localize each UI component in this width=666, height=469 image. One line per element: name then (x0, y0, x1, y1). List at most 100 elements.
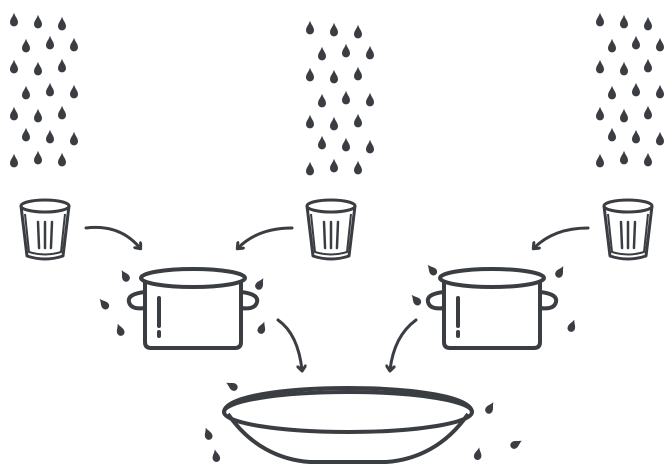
rain-drop-icon (306, 21, 314, 35)
cup-middle-icon (307, 200, 355, 259)
rain-drop-icon (34, 151, 42, 165)
rain-drop-icon (656, 85, 664, 99)
cup-rim (21, 200, 69, 212)
pot-handle-right (241, 292, 257, 308)
rain-drop-icon (58, 59, 66, 73)
rain-drop-icon (596, 60, 604, 74)
rain-drop-icon (620, 109, 628, 123)
arrow-cup-left-to-pot-left (86, 227, 140, 248)
arrow-cup-middle-to-pot-left (238, 228, 292, 248)
splash-drop-icon (509, 437, 524, 450)
rain-drop-icon (22, 86, 30, 100)
rain-drop-icon (632, 83, 640, 97)
pot-right-icon (428, 269, 556, 348)
pot-handle-right (540, 292, 556, 308)
rain-drop-icon (354, 67, 362, 81)
cup-rib (337, 222, 338, 248)
rain-drop-icon (596, 107, 604, 121)
cup-rib (621, 222, 622, 248)
rain-drop-icon (608, 39, 616, 53)
splash-drop-icon (114, 322, 125, 337)
cup-rib (324, 222, 325, 248)
splash-drop-icon (97, 296, 111, 311)
rain-drop-icon (596, 13, 604, 27)
rain-drop-icon (10, 60, 18, 74)
rain-drops-left (10, 13, 78, 168)
rain-drop-icon (22, 39, 30, 53)
rain-drop-icon (620, 151, 628, 165)
rain-drop-icon (354, 114, 362, 128)
rain-drop-icon (70, 85, 78, 99)
rain-drop-icon (34, 62, 42, 76)
splash-drop-icon (554, 264, 567, 279)
rain-drop-icon (306, 68, 314, 82)
pot-rim (141, 269, 245, 287)
splash-drop-icon (473, 447, 483, 461)
rain-drop-icon (46, 36, 54, 50)
rain-drop-icon (70, 38, 78, 52)
splash-drop-icon (254, 276, 267, 291)
rain-drop-icon (330, 70, 338, 84)
rain-drop-icon (632, 130, 640, 144)
rain-drops-right (596, 13, 664, 168)
rain-drop-icon (58, 17, 66, 31)
rain-drop-icon (318, 94, 326, 108)
rain-drop-icon (34, 15, 42, 29)
rain-drops-middle (306, 21, 374, 176)
rain-drop-icon (620, 62, 628, 76)
rain-drop-icon (342, 91, 350, 105)
rain-drop-icon (644, 59, 652, 73)
rain-drop-icon (342, 138, 350, 152)
rain-drop-icon (354, 161, 362, 175)
splash-drop-icon (425, 262, 439, 277)
rain-drop-icon (608, 128, 616, 142)
pot-left-icon (129, 269, 257, 348)
pot-handle-left (129, 292, 145, 308)
cup-rib (38, 222, 39, 248)
basin-icon (224, 388, 472, 462)
rain-drop-icon (318, 47, 326, 61)
splash-drop-icon (484, 400, 497, 415)
splash-drop-icon (211, 449, 221, 463)
rain-drop-icon (632, 36, 640, 50)
rain-drop-icon (306, 115, 314, 129)
rain-drop-icon (10, 13, 18, 27)
rain-drop-icon (46, 83, 54, 97)
rain-drop-icon (306, 162, 314, 176)
splash-drop-icon (202, 426, 213, 441)
rain-drop-icon (366, 46, 374, 60)
rain-drop-icon (34, 109, 42, 123)
cup-rim (604, 200, 652, 212)
rain-drop-icon (330, 159, 338, 173)
splash-drop-icon (566, 318, 577, 333)
cup-left-icon (21, 200, 69, 259)
arrow-cup-right-to-pot-right (534, 228, 588, 248)
rain-drop-icon (644, 106, 652, 120)
rain-drop-icon (46, 130, 54, 144)
rain-drop-icon (354, 25, 362, 39)
arrow-pot-right-to-basin (390, 320, 416, 370)
rain-drop-icon (58, 153, 66, 167)
rain-drop-icon (608, 86, 616, 100)
cup-rim (307, 200, 355, 212)
splash-drop-icon (256, 320, 267, 335)
rain-drop-icon (58, 106, 66, 120)
rain-drop-icon (330, 117, 338, 131)
rain-drop-icon (644, 17, 652, 31)
splash-drop-icon (224, 379, 239, 392)
arrow-pot-left-to-basin (278, 320, 302, 370)
rain-drop-icon (656, 38, 664, 52)
rain-drop-icon (70, 132, 78, 146)
cup-rib (51, 222, 52, 248)
rain-drop-icon (620, 15, 628, 29)
rain-drop-icon (318, 136, 326, 150)
cup-right-icon (604, 200, 652, 259)
rain-drop-icon (644, 153, 652, 167)
rain-drop-icon (366, 140, 374, 154)
pot-rim (440, 269, 544, 287)
splash-drop-icon (118, 268, 131, 283)
rain-drop-icon (366, 93, 374, 107)
rain-drop-icon (342, 44, 350, 58)
